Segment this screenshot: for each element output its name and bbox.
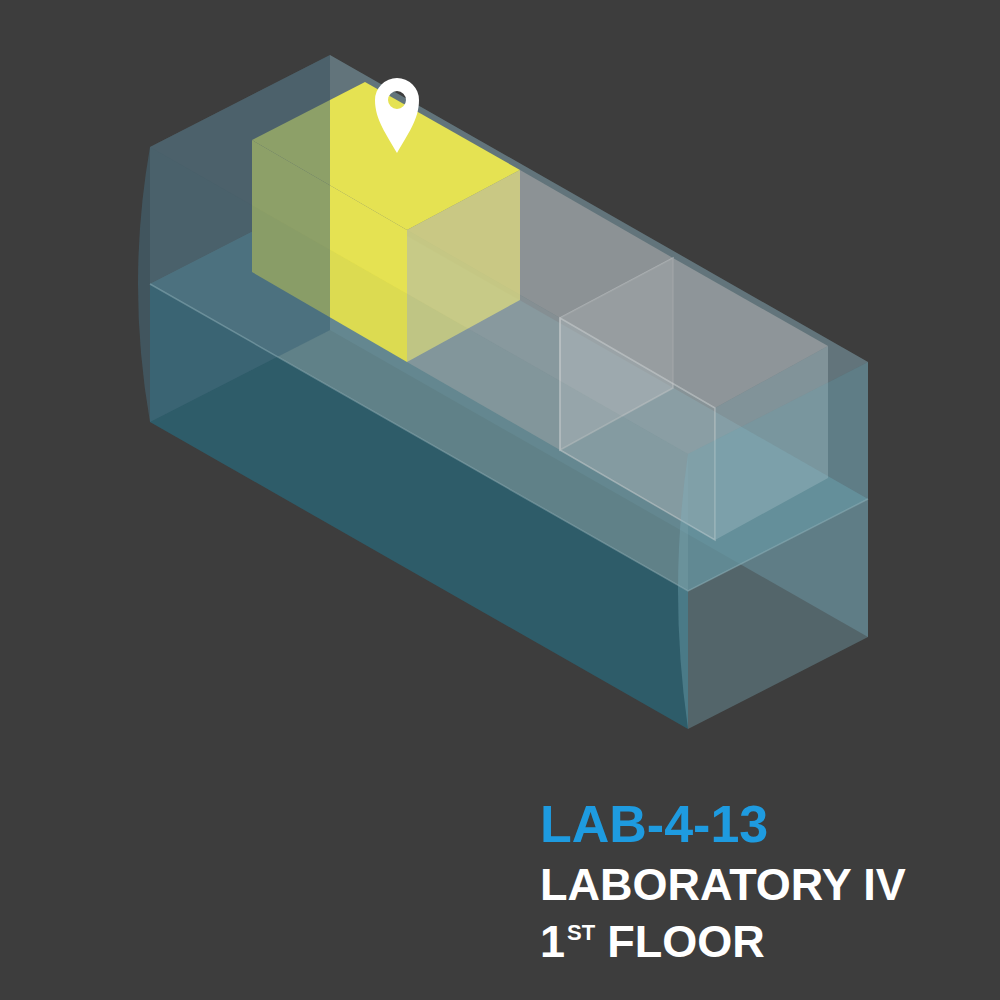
room-label: FLOOR [607, 919, 764, 964]
left-end-face [138, 55, 330, 422]
location-pin [375, 78, 419, 153]
label-row: LAB-4-13 [540, 798, 768, 850]
label-row: LABORATORY IV [540, 862, 906, 907]
floor-line [150, 284, 868, 591]
room-label: LABORATORY IV [540, 862, 906, 907]
right-end-face [678, 362, 868, 729]
room-code: LAB-4-13 [540, 798, 768, 850]
ordinal-suffix: ST [567, 922, 595, 944]
room-label: 1 [540, 919, 565, 964]
label-row: 1ST FLOOR [540, 919, 765, 964]
